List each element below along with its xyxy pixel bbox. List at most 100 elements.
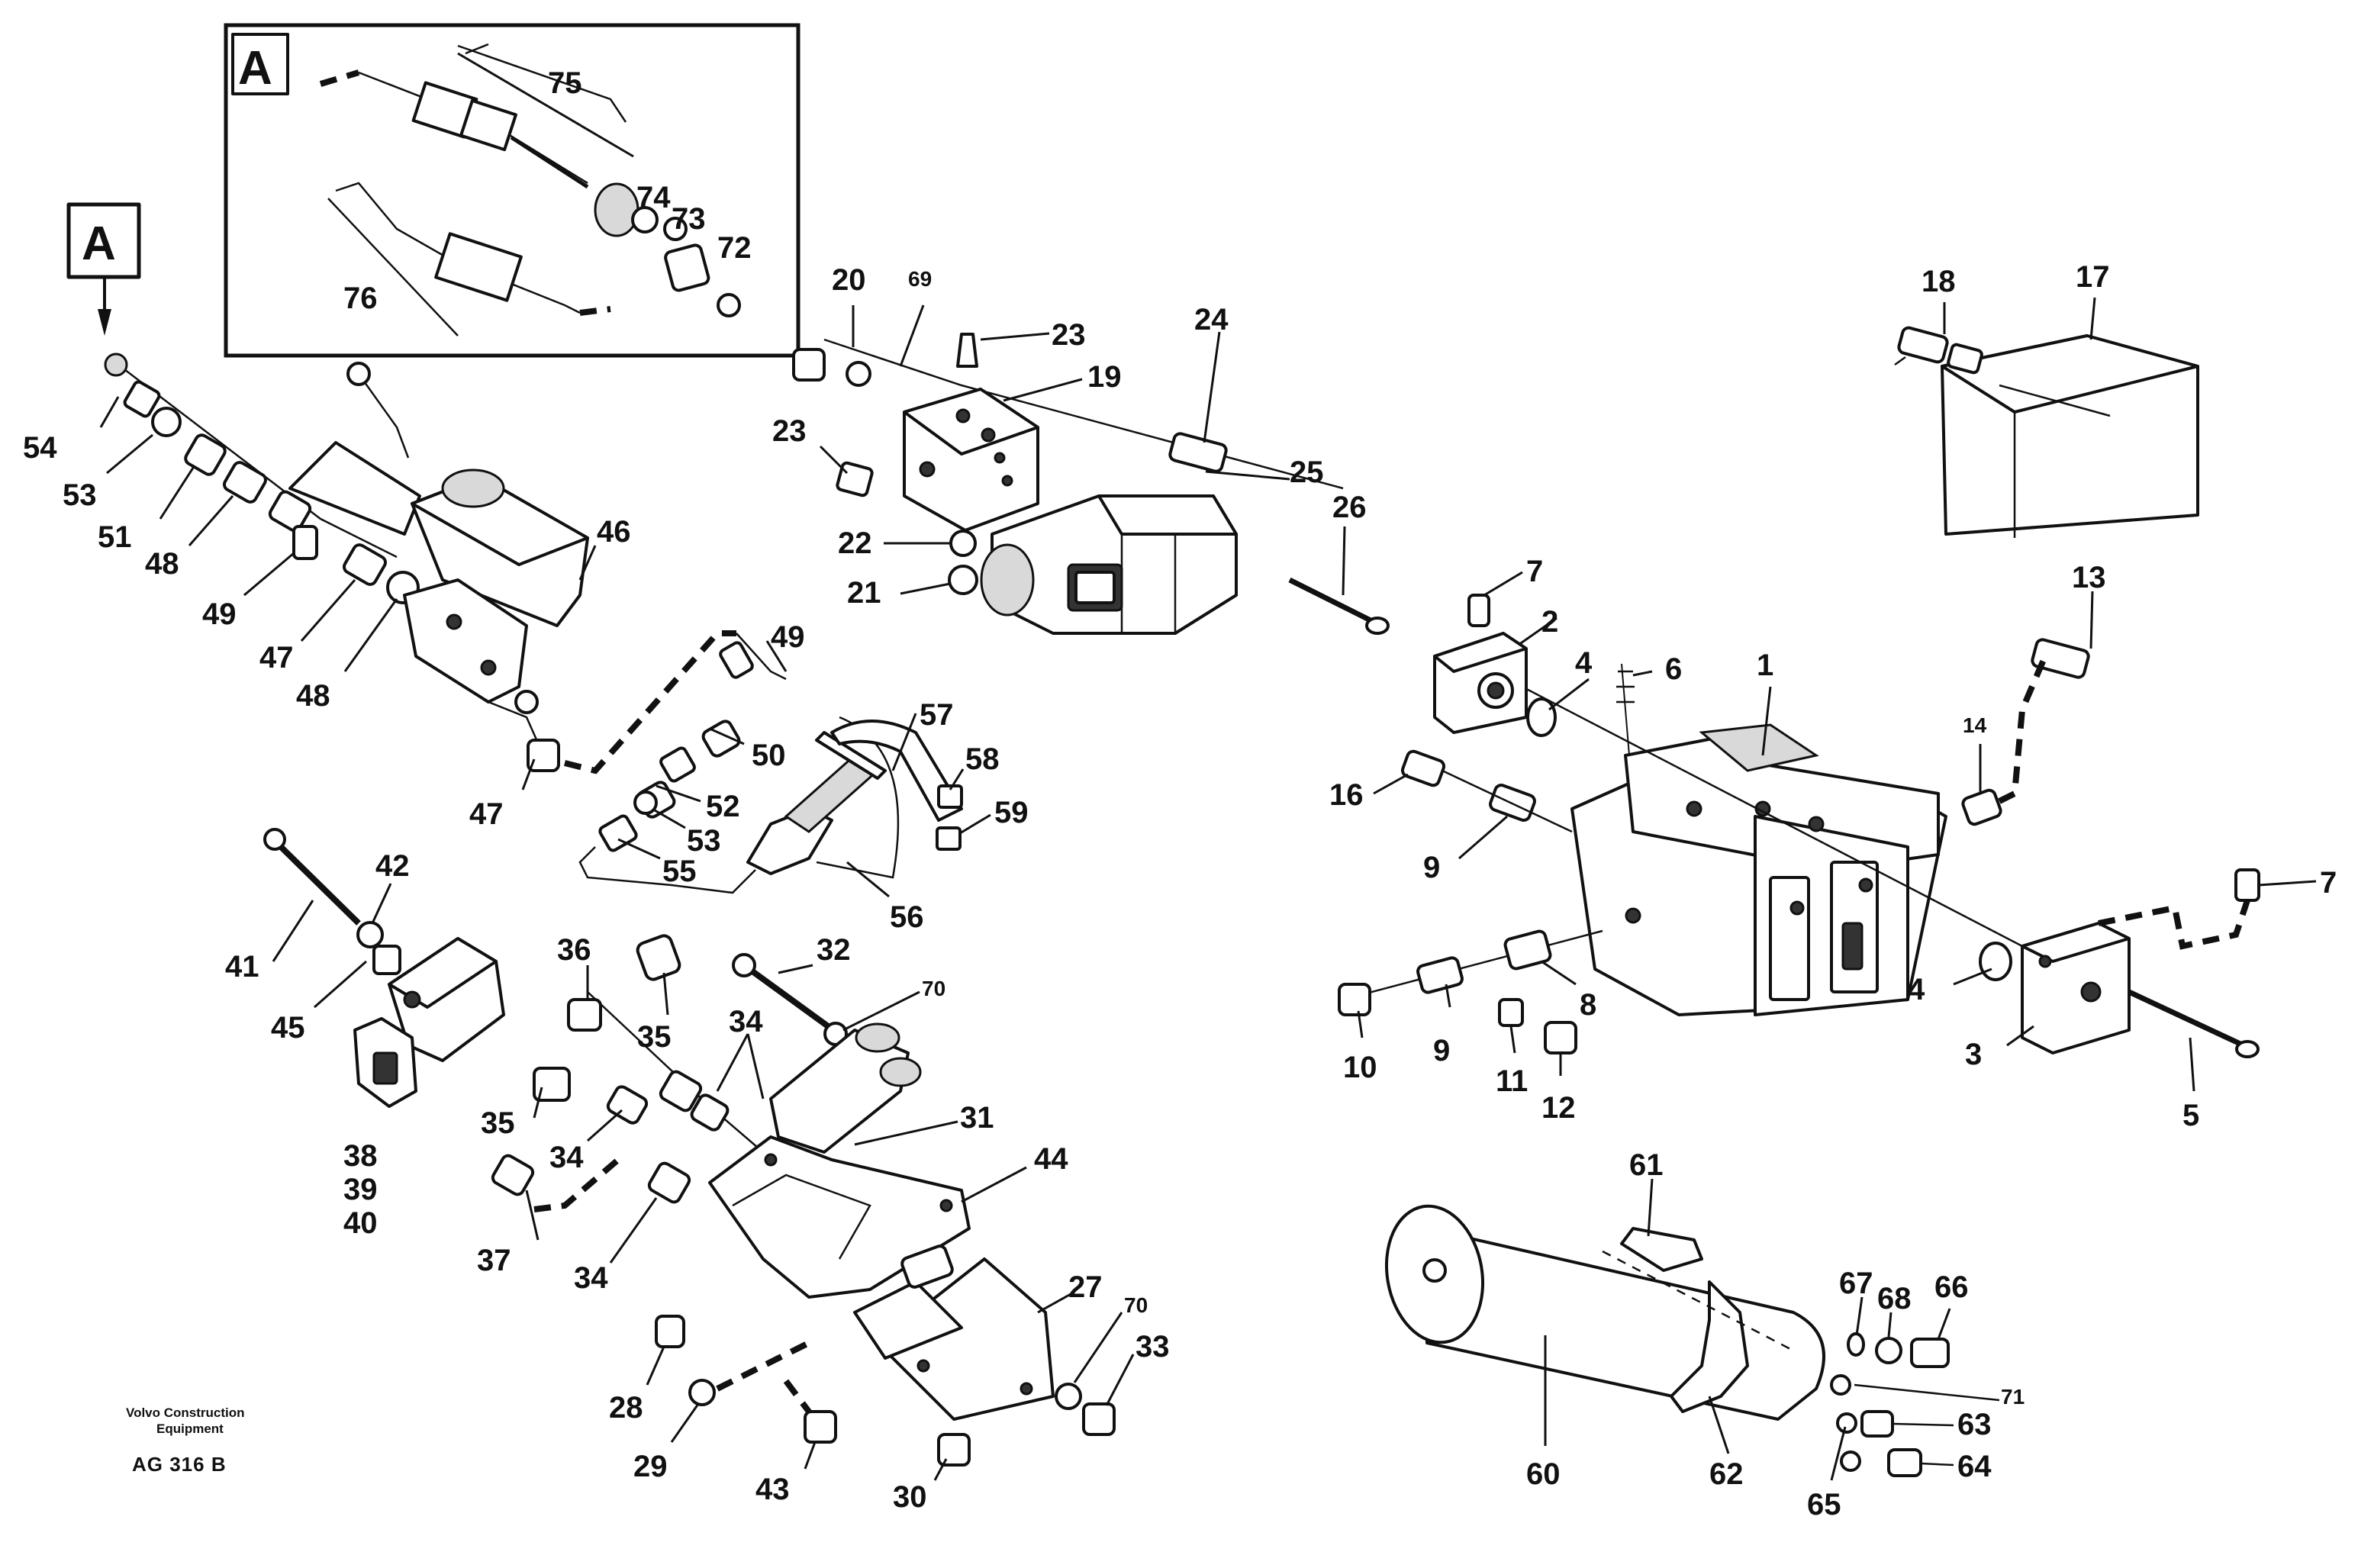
connector-75 (411, 81, 517, 152)
callout-1: 1 (1757, 649, 1773, 682)
washer-65 (1840, 1450, 1861, 1472)
block-3 (1979, 868, 2260, 1058)
accumulator-fasteners (1830, 1332, 2000, 1477)
fitting-34b (659, 1070, 703, 1112)
callout-52: 52 (706, 790, 740, 823)
section-marker-a: A (66, 202, 141, 336)
seal-4a (1526, 697, 1557, 737)
callout-14: 14 (1963, 713, 1987, 737)
callout-49a: 49 (202, 597, 237, 631)
callout-24: 24 (1194, 303, 1229, 336)
washer-71 (1830, 1374, 1851, 1396)
callout-75: 75 (548, 66, 582, 100)
callout-10: 10 (1343, 1051, 1377, 1084)
nut-59 (936, 826, 962, 851)
fitting-10 (1338, 983, 1371, 1016)
callout-23b: 23 (772, 414, 807, 448)
callout-26: 26 (1332, 491, 1367, 524)
callout-11: 11 (1496, 1064, 1528, 1098)
callout-34b: 34 (549, 1141, 584, 1174)
maker-line-1: Volvo Construction (126, 1405, 245, 1420)
callout-64: 64 (1957, 1450, 1992, 1483)
callout-62: 62 (1709, 1457, 1744, 1491)
fitting-49b (719, 641, 754, 679)
callout-35b: 35 (481, 1106, 515, 1140)
callout-70a: 70 (922, 977, 945, 1000)
callout-30: 30 (893, 1480, 927, 1514)
callout-4a: 4 (1575, 646, 1593, 680)
callout-34c: 34 (574, 1261, 608, 1295)
callout-32: 32 (817, 933, 851, 967)
callout-34a: 34 (729, 1005, 763, 1038)
callout-38: 38 (343, 1139, 378, 1173)
callout-28: 28 (609, 1391, 643, 1425)
fitting-13 (2031, 638, 2090, 679)
section-marker-letter: A (82, 217, 116, 270)
seal-4b (1979, 942, 2012, 981)
main-control-valve-1 (1570, 723, 1947, 1016)
callout-29: 29 (633, 1450, 668, 1483)
fitting-8 (1503, 929, 1552, 971)
callout-67: 67 (1839, 1267, 1873, 1300)
nut-30 (937, 1433, 971, 1467)
sensor-54 (104, 353, 128, 377)
fittings-left-of-valve (1400, 749, 1573, 833)
callout-45: 45 (271, 1011, 305, 1045)
callout-69: 69 (908, 267, 932, 291)
fitting-47 (343, 543, 387, 586)
callout-44: 44 (1034, 1142, 1068, 1176)
callout-23a: 23 (1052, 318, 1086, 352)
connector-76 (434, 232, 523, 302)
callout-18: 18 (1922, 265, 1956, 298)
washer-70b (1055, 1383, 1082, 1410)
callout-57: 57 (920, 698, 954, 732)
drawing-code: AG 316 B (132, 1453, 227, 1476)
callout-48b: 48 (296, 679, 330, 713)
sensor-7b (2234, 868, 2260, 902)
callout-76: 76 (343, 282, 378, 315)
callout-43: 43 (755, 1473, 790, 1506)
fitting-50 (701, 720, 741, 758)
reservoir-17 (1941, 334, 2199, 538)
fitting-45 (372, 945, 401, 975)
callout-12: 12 (1541, 1091, 1576, 1125)
plug-20 (792, 348, 826, 382)
bolt-66 (1910, 1338, 1950, 1368)
detail-marker-letter: A (238, 42, 272, 95)
washer-22 (949, 530, 977, 557)
bolt-5 (2235, 1040, 2260, 1058)
callout-61: 61 (1629, 1148, 1664, 1182)
drawing-footer: Volvo Construction Equipment AG 316 B (126, 1405, 245, 1476)
washer-74 (663, 217, 688, 241)
bolt-63 (1860, 1410, 1894, 1438)
harness-assembly (578, 633, 963, 894)
plug-21 (948, 565, 978, 595)
callout-50: 50 (752, 739, 786, 772)
callout-16: 16 (1329, 778, 1364, 812)
callout-66: 66 (1934, 1270, 1969, 1304)
callout-72: 72 (717, 231, 752, 265)
sensor-18 (1894, 326, 1983, 375)
solenoid-38-45 (263, 828, 505, 1108)
fitting-35a (636, 934, 681, 981)
callout-59: 59 (994, 796, 1029, 829)
callout-56: 56 (890, 900, 924, 934)
washer-42 (356, 921, 384, 948)
fitting-35b (533, 1067, 571, 1102)
fitting-49 (292, 525, 318, 560)
washer-67 (1847, 1332, 1865, 1357)
fitting-47b (527, 739, 560, 772)
callout-58: 58 (965, 742, 1000, 776)
block-2 (1433, 594, 1635, 756)
callout-47b: 47 (469, 797, 504, 831)
sensor-23a (956, 333, 978, 368)
callout-9a: 9 (1423, 851, 1440, 884)
adapter-73 (664, 243, 710, 292)
sensor-37 (491, 1154, 535, 1196)
callout-8: 8 (1580, 988, 1596, 1022)
accumulator-60 (1384, 1204, 1825, 1421)
nut-51 (184, 433, 227, 476)
fitting-48 (223, 461, 267, 504)
washer-53 (151, 407, 182, 437)
callout-7b: 7 (2320, 866, 2337, 900)
